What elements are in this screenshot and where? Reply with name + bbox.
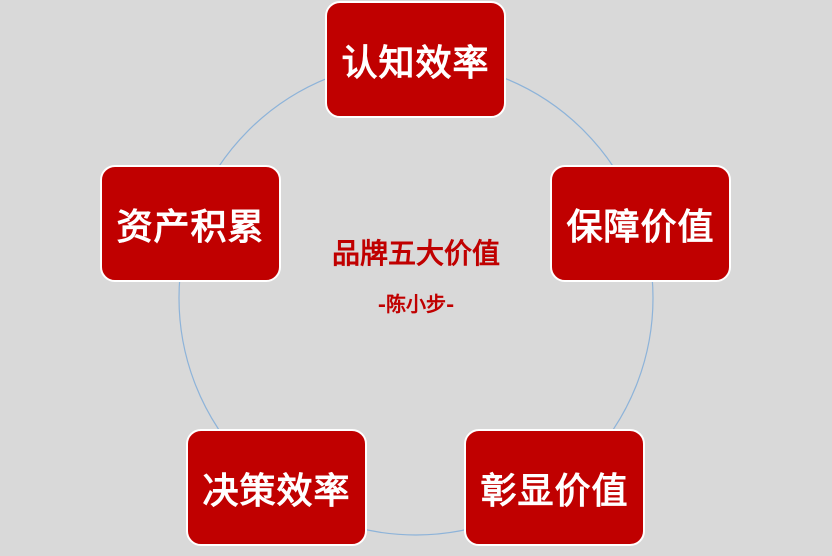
diagram-title: 品牌五大价值	[331, 237, 500, 270]
node-cognitive-efficiency: 认知效率	[325, 1, 506, 118]
node-display-value: 彰显价值	[464, 429, 645, 546]
node-label: 认知效率	[341, 42, 490, 84]
node-label: 彰显价值	[480, 470, 629, 512]
node-assurance-value: 保障价值	[550, 165, 731, 282]
diagram-author: -陈小步-	[377, 292, 455, 316]
node-decision-efficiency: 决策效率	[186, 429, 367, 546]
node-label: 资产积累	[116, 206, 265, 248]
node-asset-accumulation: 资产积累	[100, 165, 281, 282]
node-label: 保障价值	[566, 206, 715, 248]
node-label: 决策效率	[202, 470, 351, 512]
